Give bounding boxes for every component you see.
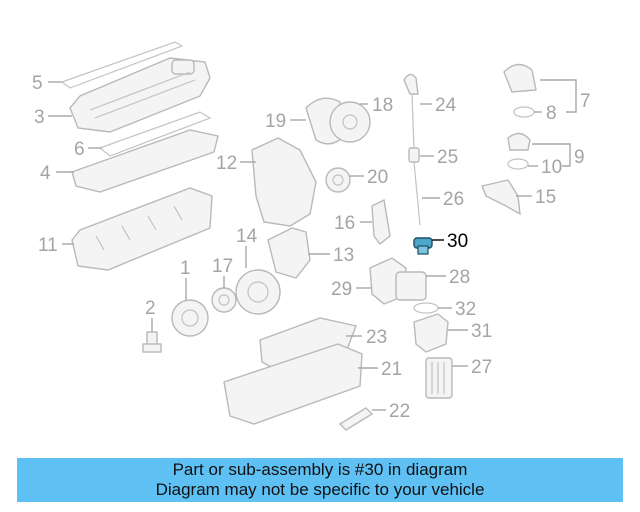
part-28-pump-body — [395, 271, 427, 301]
callout-26: 26 — [443, 189, 464, 210]
callout-17: 17 — [212, 256, 233, 277]
callout-7: 7 — [580, 91, 591, 112]
callout-12: 12 — [216, 153, 237, 174]
callout-32: 32 — [455, 299, 476, 320]
callout-22: 22 — [389, 401, 410, 422]
callout-21: 21 — [381, 359, 402, 380]
callout-5: 5 — [32, 73, 43, 94]
callout-4: 4 — [40, 163, 51, 184]
part-7-filler-neck — [503, 63, 537, 93]
callout-14: 14 — [236, 226, 258, 247]
callout-24: 24 — [435, 95, 457, 116]
part-5-gasket — [60, 41, 184, 89]
part-6-gasket — [98, 111, 212, 157]
callout-3: 3 — [34, 107, 45, 128]
part-20-tensioner-pulley — [325, 167, 351, 193]
callout-23: 23 — [366, 327, 387, 348]
callout-13: 13 — [333, 245, 354, 266]
callout-18: 18 — [372, 95, 393, 116]
part-31-filter-housing — [413, 313, 449, 353]
callout-1: 1 — [180, 258, 191, 279]
part-9-cap — [507, 132, 531, 151]
callout-20: 20 — [367, 167, 388, 188]
part-18-camshaft-sprocket — [329, 101, 371, 143]
callout-8: 8 — [546, 103, 557, 124]
leader-7 — [540, 79, 577, 113]
part-1-crank-pulley — [171, 299, 209, 337]
part-13-rear-cover — [267, 227, 311, 279]
part-10-seal — [507, 158, 529, 170]
part-15-heat-shield — [481, 179, 521, 216]
callout-11: 11 — [38, 235, 58, 256]
part-21-oil-pan — [223, 343, 363, 425]
callout-31: 31 — [471, 321, 492, 342]
callout-19: 19 — [265, 111, 286, 132]
banner-line-disclaimer: Diagram may not be specific to your vehi… — [155, 480, 485, 499]
part-17-sprocket — [211, 287, 237, 313]
part-12-timing-cover — [251, 137, 317, 227]
part-3-valve-cover — [69, 57, 211, 133]
callout-15: 15 — [535, 187, 556, 208]
callout-29: 29 — [331, 279, 352, 300]
part-24-dipstick — [403, 73, 419, 151]
part-8-seal — [513, 106, 535, 118]
part-16-bracket — [371, 198, 391, 245]
part-2-bolt — [142, 331, 162, 353]
leader-9 — [532, 143, 571, 167]
banner-line-part: Part or sub-assembly is #30 in diagram — [172, 460, 468, 479]
part-11-intake-manifold — [71, 187, 213, 271]
callout-10: 10 — [541, 157, 562, 178]
callout-28: 28 — [449, 267, 470, 288]
callout-25: 25 — [437, 147, 458, 168]
info-banner: Part or sub-assembly is #30 in diagram D… — [17, 458, 623, 502]
callout-27: 27 — [471, 357, 492, 378]
part-32-o-ring — [413, 302, 439, 314]
callout-2: 2 — [145, 298, 156, 319]
callout-30: 30 — [447, 231, 468, 252]
callout-16: 16 — [334, 213, 355, 234]
part-30-highlighted[interactable] — [413, 237, 433, 255]
part-4-lower-cover — [71, 129, 219, 193]
part-22-sealant-tube — [338, 407, 374, 431]
engine-parts-diagram: 5 3 6 4 11 12 19 18 20 24 25 26 16 14 13… — [32, 41, 591, 431]
part-27-oil-filter — [425, 357, 453, 399]
part-25-dipstick-tube — [408, 147, 421, 226]
callout-9: 9 — [574, 147, 585, 168]
part-14-flywheel — [235, 269, 281, 315]
callout-6: 6 — [74, 139, 85, 160]
